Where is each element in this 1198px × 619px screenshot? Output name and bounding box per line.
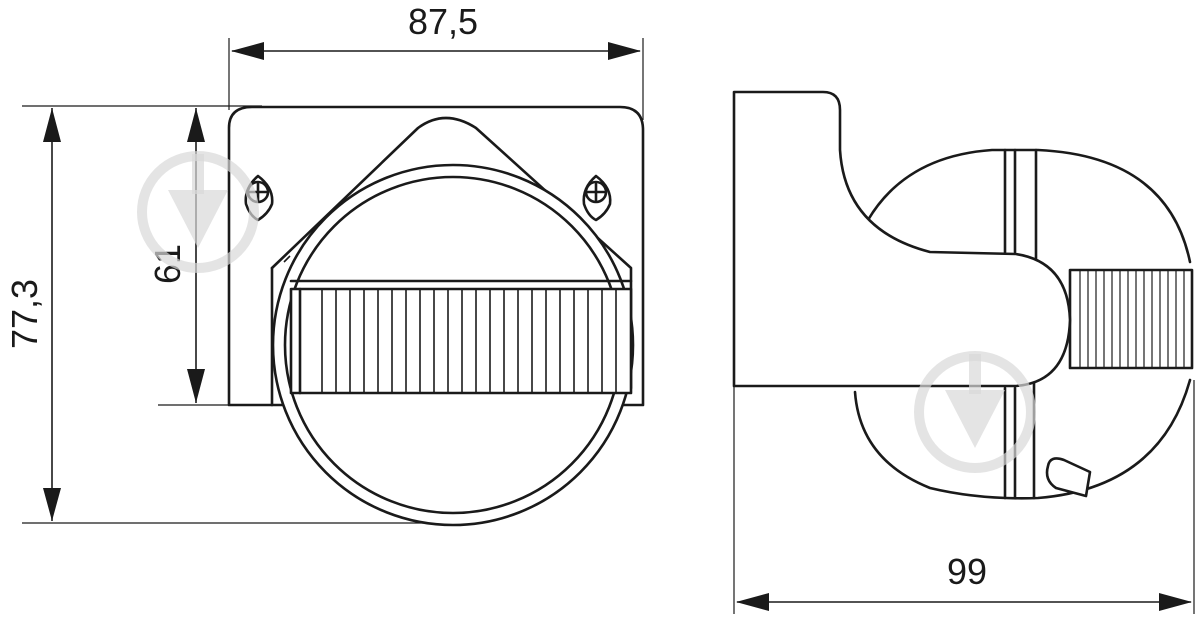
fresnel-lens bbox=[289, 287, 633, 395]
mounting-bracket bbox=[732, 90, 1072, 388]
latch-icon bbox=[1045, 457, 1092, 498]
arrow-height-inner-top bbox=[187, 108, 205, 142]
arrow-depth-left bbox=[736, 593, 769, 611]
dim-label-width: 87,5 bbox=[408, 1, 478, 42]
sensor-sphere-bottom bbox=[853, 378, 1192, 500]
side-view: 99 bbox=[732, 90, 1195, 614]
arrow-depth-right bbox=[1159, 593, 1192, 611]
side-lens bbox=[1068, 268, 1194, 370]
download-arrow-icon bbox=[137, 151, 259, 273]
sensor-sphere-top bbox=[866, 148, 1192, 264]
arrow-height-total-top bbox=[43, 108, 61, 142]
collar-inner-mark bbox=[283, 255, 291, 263]
dim-label-height-total: 77,3 bbox=[4, 279, 45, 349]
arrow-height-inner-bottom bbox=[187, 369, 205, 403]
sensor-collar bbox=[270, 116, 633, 390]
arrow-width-left bbox=[231, 42, 264, 60]
dim-label-depth: 99 bbox=[947, 551, 987, 592]
side-lens-ribs bbox=[1079, 270, 1185, 368]
housing-plate bbox=[227, 105, 645, 407]
arrow-height-total-bottom bbox=[43, 488, 61, 521]
front-view: 87,5 77,3 61 bbox=[4, 1, 645, 527]
screw-right-icon bbox=[582, 174, 612, 222]
arrow-width-right bbox=[608, 42, 641, 60]
lens-ribs bbox=[321, 289, 617, 393]
download-arrow-icon bbox=[914, 351, 1036, 473]
